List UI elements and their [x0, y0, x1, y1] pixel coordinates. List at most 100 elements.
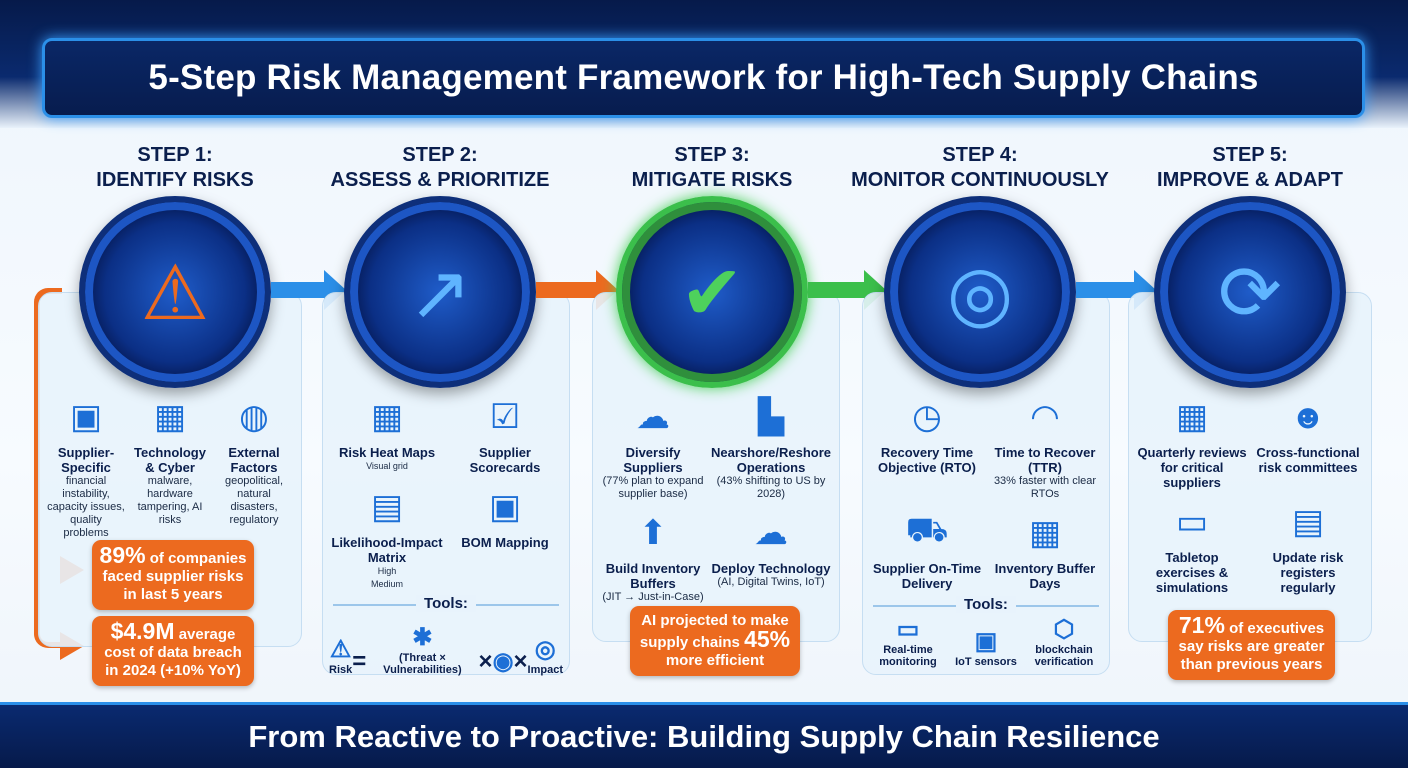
step-arrow — [536, 270, 618, 310]
formula-label: Risk — [329, 664, 353, 676]
step-1-title: STEP 1:IDENTIFY RISKS — [45, 143, 305, 193]
stat-callout: 71% of executives say risks are greater … — [1168, 610, 1335, 680]
item-description: (JIT → Just-in-Case) — [602, 591, 704, 603]
matrix-chart-icon: ▤ — [370, 488, 404, 526]
list-item: ☑Supplier Scorecards — [449, 393, 561, 475]
item-title: Deploy Technology — [711, 561, 831, 576]
tools-row: ▭Real-time monitoring▣IoT sensors⬡blockc… — [869, 615, 1103, 668]
step-label: STEP 2: — [402, 144, 478, 166]
risk-formula: ⚠Risk=✱(Threat × Vulnerabilities)×◉×◎Imp… — [329, 623, 563, 676]
item-description: financial instability, capacity issues, … — [47, 475, 125, 539]
item-title: Recovery Time Objective (RTO) — [877, 445, 976, 475]
callout-text: AI projected to make supply chains — [639, 612, 789, 651]
item-title: Supplier Scorecards — [469, 445, 541, 475]
tool-item: ▭Real-time monitoring — [869, 615, 946, 668]
formula-part: × — [479, 648, 493, 676]
chip-icon: ▣ — [974, 628, 998, 655]
warning-triangle-icon: ⚠ — [329, 636, 352, 663]
item-title: Quarterly reviews for critical suppliers — [1137, 445, 1247, 490]
target-icon: ◎ — [534, 636, 556, 663]
formula-part: ⚠Risk — [329, 635, 352, 676]
stat-callout: AI projected to make supply chains 45% m… — [630, 606, 800, 676]
step-label: STEP 3: — [674, 144, 750, 166]
item-title: Tabletop exercises & simulations — [1155, 550, 1229, 595]
formula-part: = — [352, 648, 366, 676]
callout-figure: 71% — [1178, 612, 1225, 638]
boxes-up-arrow-icon: ⬆ — [638, 514, 668, 552]
magnifier-warning-icon: ⚠ — [140, 250, 210, 336]
item-title: Supplier On-Time Delivery — [872, 561, 982, 591]
callout-text: of executives say risks are greater than… — [1178, 620, 1325, 673]
page-title: 5-Step Risk Management Framework for Hig… — [148, 58, 1259, 97]
step-items: ▦ Quarterly reviews for critical supplier… — [1129, 393, 1371, 596]
callout-figure: $4.9M — [110, 618, 175, 644]
item-title: Cross-functional risk committees — [1256, 445, 1360, 475]
tools-heading: Tools: — [333, 595, 559, 612]
calendar-clock-icon: ▦ — [1028, 514, 1062, 552]
list-item: ⬆ Build Inventory Buffers(JIT → Just-in-C… — [601, 509, 705, 604]
item-title: Inventory Buffer Days — [994, 561, 1096, 591]
list-item: ▦ Quarterly reviews for critical supplier… — [1137, 393, 1247, 490]
step-name: IDENTIFY RISKS — [96, 169, 254, 191]
formula-operator: = — [352, 648, 367, 675]
circuit-chip-icon: ▣ — [488, 488, 522, 526]
step-4-circle: ◎ — [884, 196, 1076, 388]
item-title: Nearshore/Reshore Operations — [711, 445, 831, 475]
callout-text: more efficient — [665, 652, 765, 669]
step-2-title: STEP 2:ASSESS & PRIORITIZE — [310, 143, 570, 193]
tool-item: ⬡blockchain verification — [1025, 615, 1102, 668]
item-description: (AI, Digital Twins, IoT) — [717, 576, 825, 588]
item-title: Diversify Suppliers — [623, 445, 683, 475]
globe-lightning-icon: ◍ — [239, 398, 269, 436]
list-item: ⛟Supplier On-Time Delivery — [871, 509, 983, 591]
tools-heading: Tools: — [873, 596, 1099, 613]
step-items: ◷Recovery Time Objective (RTO)◠Time to R… — [863, 393, 1109, 591]
callout-figure: 89% — [99, 542, 146, 568]
callout-text: average cost of data breach in 2024 (+10… — [104, 626, 242, 679]
tool-label: Real-time monitoring — [879, 644, 937, 668]
heat-map-icon: ▦ — [370, 398, 404, 436]
item-description: 33% faster with clear RTOs — [993, 475, 1097, 500]
item-title: Build Inventory Buffers — [605, 561, 701, 591]
calendar-handshake-icon: ▦ — [1175, 398, 1209, 436]
list-item: ☁ Deploy Technology(AI, Digital Twins, Io… — [711, 509, 831, 604]
step-5-title: STEP 5:IMPROVE & ADAPT — [1120, 143, 1380, 193]
item-title: Time to Recover (TTR) — [994, 445, 1096, 475]
title-banner: 5-Step Risk Management Framework for Hig… — [42, 38, 1365, 118]
footer-banner: From Reactive to Proactive: Building Sup… — [0, 702, 1408, 768]
shield-check-icon: ✔ — [680, 250, 744, 336]
footer-text: From Reactive to Proactive: Building Sup… — [248, 718, 1160, 754]
step-name: IMPROVE & ADAPT — [1157, 169, 1343, 191]
item-title: Technology & Cyber — [134, 445, 206, 475]
document-sync-icon: ▤ — [1291, 503, 1325, 541]
step-1-circle: ⚠ — [79, 196, 271, 388]
step-5-circle: ⟳ — [1154, 196, 1346, 388]
tool-label: blockchain verification — [1034, 644, 1094, 668]
item-description: geopolitical, natural disasters, regulat… — [224, 475, 284, 526]
step-3-title: STEP 3:MITIGATE RISKS — [582, 143, 842, 193]
item-title: Risk Heat Maps — [338, 445, 436, 460]
formula-part: ✱(Threat × Vulnerabilities) — [366, 623, 478, 676]
axis-label: Visual grid — [366, 461, 408, 471]
step-label: STEP 4: — [942, 144, 1018, 166]
tools-label: Tools: — [416, 595, 476, 612]
chip-bug-lock-icon: ▦ — [153, 398, 187, 436]
step-2-circle: ↗ — [344, 196, 536, 388]
formula-label: (Threat × Vulnerabilities) — [383, 652, 462, 676]
blockchain-icon: ⬡ — [1053, 616, 1075, 643]
robot-arm-cloud-icon: ☁ — [754, 514, 789, 552]
callout-text: of companies faced supplier risks in las… — [102, 550, 247, 603]
step-items: ☁Diversify Suppliers(77% plan to expand … — [593, 393, 839, 604]
item-title: Update risk registers regularly — [1272, 550, 1344, 595]
item-title: BOM Mapping — [461, 535, 549, 550]
list-item: ▣ BOM Mapping — [449, 483, 561, 591]
axis-label-y: High — [377, 566, 397, 576]
list-item: ▤ Update risk registers regularly — [1253, 498, 1363, 595]
formula-part: × — [514, 648, 528, 676]
